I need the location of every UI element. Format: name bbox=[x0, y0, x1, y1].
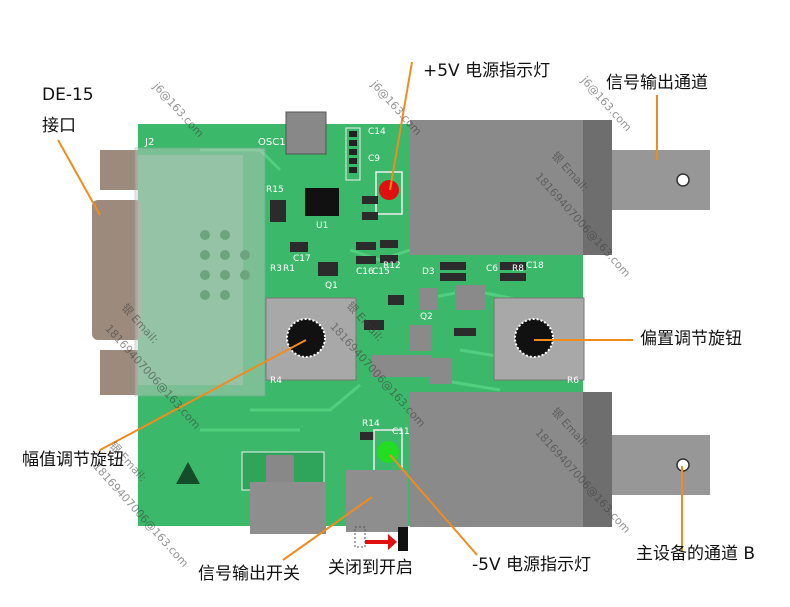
silk-j2: J2 bbox=[145, 137, 155, 148]
silk-c9: C9 bbox=[368, 154, 381, 164]
de15-connector bbox=[92, 147, 266, 397]
pin-header bbox=[345, 127, 361, 181]
silk-d3: D3 bbox=[422, 267, 435, 277]
label-plus5v-led: +5V 电源指示灯 bbox=[423, 61, 551, 81]
bnc-signal-out bbox=[410, 120, 710, 255]
silk-c6: C6 bbox=[486, 264, 499, 274]
silk-q2: Q2 bbox=[420, 312, 433, 322]
label-amplitude-knob: 幅值调节旋钮 bbox=[22, 450, 124, 470]
bnc-main-device-b bbox=[410, 392, 710, 527]
callout-lines bbox=[57, 61, 683, 561]
silk-r3: R3 bbox=[270, 264, 282, 274]
label-close-to-open: 关闭到开启 bbox=[328, 558, 413, 578]
minus5v-led bbox=[377, 441, 399, 463]
silk-u1: U1 bbox=[316, 221, 329, 231]
silk-r1: R1 bbox=[283, 264, 295, 274]
silk-c15: C15 bbox=[372, 267, 390, 277]
silk-c17: C17 bbox=[293, 254, 311, 264]
label-offset-knob: 偏置调节旋钮 bbox=[640, 329, 742, 349]
silk-c18: C18 bbox=[526, 261, 544, 271]
silk-r14: R14 bbox=[362, 419, 380, 429]
plus5v-led bbox=[379, 180, 399, 200]
silk-q1: Q1 bbox=[325, 281, 338, 291]
silk-c16: C16 bbox=[356, 267, 374, 277]
silk-r8: R8 bbox=[512, 264, 524, 274]
label-signal-out-switch: 信号输出开关 bbox=[198, 564, 300, 584]
silk-c14: C14 bbox=[368, 127, 386, 137]
chip-u1 bbox=[305, 188, 339, 216]
silk-osc: OSC1 bbox=[258, 137, 286, 148]
silk-c11: C11 bbox=[392, 427, 410, 437]
silk-r12: R12 bbox=[383, 261, 401, 271]
signal-output-switch bbox=[241, 451, 408, 551]
label-signal-out-channel: 信号输出通道 bbox=[606, 73, 708, 93]
esd-warning-icon bbox=[176, 462, 200, 484]
amplitude-potentiometer bbox=[265, 297, 357, 381]
passive-components bbox=[270, 196, 526, 440]
silk-r6: R6 bbox=[567, 376, 579, 386]
silk-r15: R15 bbox=[266, 185, 284, 195]
plus5v-led-pad bbox=[375, 171, 403, 215]
label-interface: 接口 bbox=[42, 116, 76, 136]
silk-r4: R4 bbox=[270, 376, 282, 386]
label-main-device-channel-b: 主设备的通道 B bbox=[636, 544, 756, 564]
label-de15: DE-15 bbox=[42, 85, 94, 105]
oscillator bbox=[285, 111, 327, 155]
label-minus5v-led: -5V 电源指示灯 bbox=[472, 555, 591, 575]
